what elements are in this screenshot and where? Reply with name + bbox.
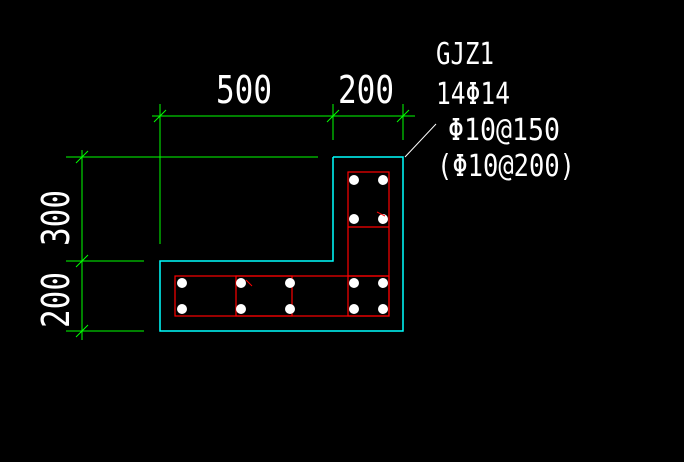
stirrup-tie-left [235,275,293,317]
stirrup-spec-label: Φ10@150 [448,113,560,148]
dim-text-left-lower: 200 [34,272,78,328]
dim-tick [396,109,410,123]
dim-tick [75,324,89,338]
column-id-label: GJZ1 [436,37,494,72]
rebar [378,214,388,224]
rebar [378,175,388,185]
dim-text-top-left: 500 [216,68,272,112]
rebar [378,304,388,314]
rebar-group [177,175,388,314]
rebar [349,304,359,314]
rebar [177,278,187,288]
dim-tick [326,109,340,123]
rebar [285,304,295,314]
rebar [285,278,295,288]
rebar [378,278,388,288]
rebar [349,175,359,185]
rebar [349,214,359,224]
stirrup-hooks [245,211,386,287]
dim-tick [75,254,89,268]
column-outline [159,156,404,332]
rebar [349,278,359,288]
dim-text-top-right: 200 [338,68,394,112]
stirrup-spec-alt-label: (Φ10@200) [437,149,575,184]
dimension-lines [66,104,415,340]
rebar [236,278,246,288]
dim-tick [75,150,89,164]
rebar [177,304,187,314]
rebar [236,304,246,314]
longitudinal-rebar-label: 14Φ14 [436,77,510,112]
stirrup-outer-vertical [347,171,390,317]
dim-text-left-upper: 300 [34,190,78,246]
stirrups [174,171,390,317]
label-leader-line [404,123,437,158]
dim-tick [153,109,167,123]
